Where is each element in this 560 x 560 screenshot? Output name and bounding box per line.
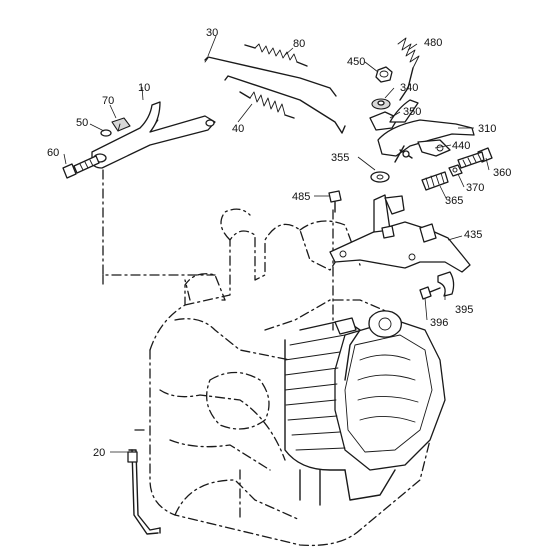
- callout-50: 50: [76, 117, 88, 129]
- cylinder-head: [284, 310, 446, 506]
- callout-365: 365: [445, 195, 463, 207]
- part-440-pin: [394, 145, 413, 163]
- part-450-nut: [375, 66, 393, 83]
- part-340-washer: [371, 98, 391, 110]
- part-360-screw: [457, 147, 493, 169]
- part-40-spring: [239, 91, 295, 119]
- part-30-rod: [204, 56, 337, 97]
- callout-485: 485: [292, 191, 310, 203]
- part-350-plate: [369, 111, 399, 131]
- part-365-spring: [421, 171, 449, 191]
- callout-480: 480: [424, 37, 442, 49]
- phantom-guide-lines: [102, 169, 334, 431]
- part-310-lever: [377, 99, 475, 157]
- callout-310: 310: [478, 123, 496, 135]
- callout-396: 396: [430, 317, 448, 329]
- callout-450: 450: [347, 56, 365, 68]
- part-355-washer: [370, 171, 390, 183]
- part-480-spring: [397, 37, 420, 101]
- part-485-bolt: [328, 190, 342, 213]
- callout-340: 340: [400, 82, 418, 94]
- callout-435: 435: [464, 229, 482, 241]
- part-20-rod: [127, 449, 161, 535]
- callout-80: 80: [293, 38, 305, 50]
- callout-350: 350: [403, 106, 421, 118]
- callout-70: 70: [102, 95, 114, 107]
- callout-60: 60: [47, 147, 59, 159]
- callout-370: 370: [466, 182, 484, 194]
- callout-10: 10: [138, 82, 150, 94]
- engine-phantom-outline: [149, 208, 431, 547]
- part-40-rod: [224, 75, 346, 134]
- part-370-nut: [448, 164, 463, 177]
- callout-40: 40: [232, 123, 244, 135]
- callout-355: 355: [331, 152, 349, 164]
- part-395-clip: [437, 271, 455, 297]
- part-60-bolt: [62, 155, 100, 179]
- callout-395: 395: [455, 304, 473, 316]
- callout-30: 30: [206, 27, 218, 39]
- part-435-control-plate: [329, 194, 471, 273]
- part-10-bracket: [91, 101, 216, 169]
- callout-20: 20: [93, 447, 105, 459]
- part-70-clip: [111, 117, 131, 132]
- leader-lines: [63, 35, 490, 453]
- part-80-spring: [244, 43, 308, 67]
- part-396-screw: [419, 286, 441, 300]
- callout-labels: 10 20 30 40 50 60 70 80 310 340 350 355 …: [47, 27, 511, 459]
- part-50-washer: [100, 129, 112, 137]
- callout-440: 440: [452, 140, 470, 152]
- callout-360: 360: [493, 167, 511, 179]
